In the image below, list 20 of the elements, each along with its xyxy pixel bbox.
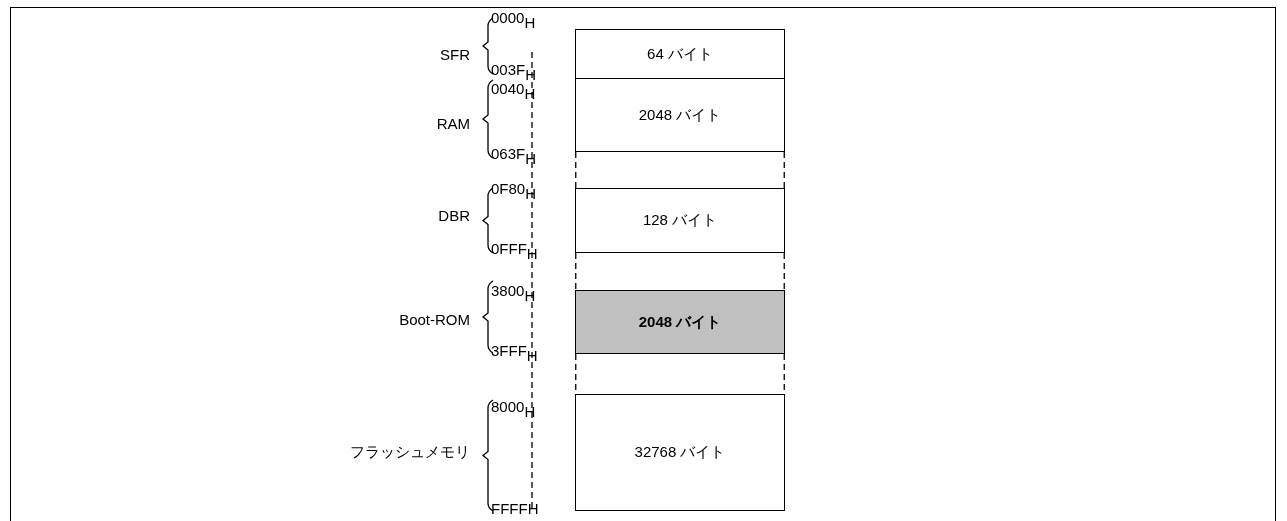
region-name: Boot-ROM [399,311,470,329]
dashed-connector [783,252,785,291]
address-label: FFFFH [491,500,539,518]
size-text: 2048 バイト [638,105,722,125]
memory-block [575,188,785,253]
region-name: SFR [440,46,470,64]
region-name: DBR [438,207,470,225]
size-text: 32768 バイト [634,443,726,462]
dashed-connector [575,252,577,291]
size-text: 64 バイト [647,44,713,64]
memory-block [575,78,785,152]
size-text: 128 バイト [642,211,718,230]
dashed-connector [575,151,577,189]
dashed-connector [783,151,785,189]
memory-block [575,394,785,511]
size-text: 2048 バイト [638,312,722,332]
memory-block [575,29,785,79]
region-name: フラッシュメモリ [350,443,470,461]
region-name: RAM [436,115,470,133]
memory-block [575,290,785,354]
